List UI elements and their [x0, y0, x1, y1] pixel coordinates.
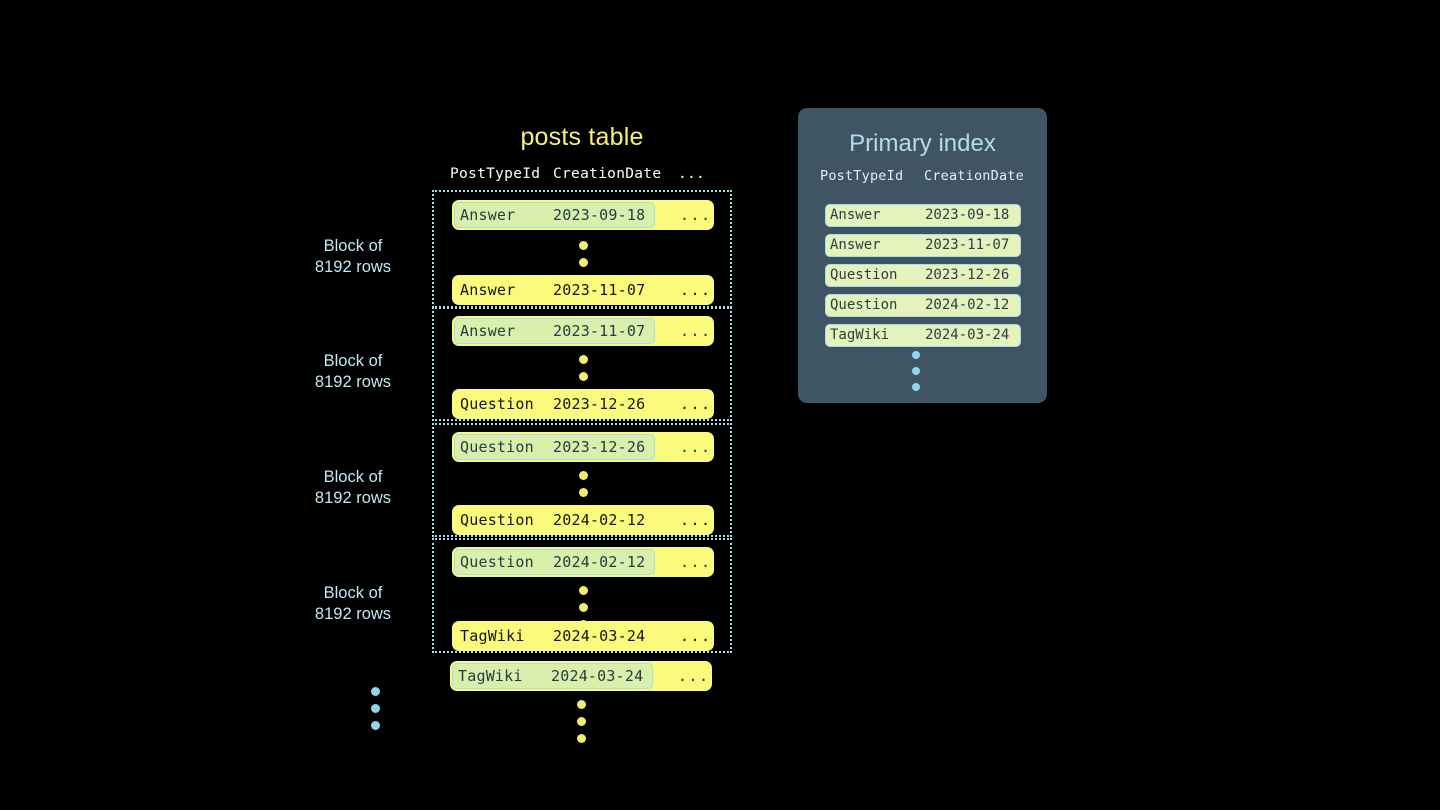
table-row: Question 2024-02-12 ... — [452, 505, 714, 535]
cell-creationdate: 2023-12-26 — [925, 267, 1010, 283]
posts-table-column-headers: PostTypeId CreationDate ... — [450, 166, 715, 186]
cell-posttypeid: Question — [830, 267, 898, 283]
cell-creationdate: 2023-12-26 — [553, 395, 646, 413]
posts-table-title: posts table — [520, 123, 644, 151]
cell-more: ... — [680, 627, 712, 645]
row-key-highlight — [454, 318, 655, 344]
table-row: TagWiki 2024-03-24 ... — [452, 621, 714, 651]
index-row: Answer 2023-11-07 — [825, 234, 1021, 257]
table-row: Answer 2023-09-18 ... — [452, 200, 714, 230]
column-header-more: ... — [678, 166, 706, 182]
cell-more: ... — [680, 553, 712, 571]
table-block-4: Block of 8192 rows Question 2024-02-12 .… — [315, 538, 732, 653]
cell-posttypeid: TagWiki — [460, 627, 525, 645]
cell-creationdate: 2024-02-12 — [553, 511, 646, 529]
cell-posttypeid: Answer — [460, 281, 516, 299]
cell-posttypeid: Question — [830, 297, 898, 313]
index-row: TagWiki 2024-03-24 — [825, 324, 1021, 347]
cell-creationdate: 2023-09-18 — [925, 207, 1010, 223]
table-row: Question 2024-02-12 ... — [452, 547, 714, 577]
primary-index-panel: Primary index PostTypeId CreationDate An… — [798, 108, 1047, 403]
cell-creationdate: 2023-11-07 — [925, 237, 1010, 253]
block-label-2: Block of 8192 rows — [314, 352, 392, 391]
cell-more: ... — [680, 438, 712, 456]
index-row: Question 2024-02-12 — [825, 294, 1021, 317]
cell-posttypeid: Answer — [830, 207, 881, 223]
cell-posttypeid: TagWiki — [830, 327, 890, 343]
index-row: Answer 2023-09-18 — [825, 204, 1021, 227]
table-block-1: Block of 8192 rows Answer 2023-09-18 ...… — [315, 190, 732, 308]
table-row: TagWiki 2024-03-24 ... — [450, 661, 712, 691]
column-header-posttypeid: PostTypeId — [450, 166, 541, 182]
cell-posttypeid: TagWiki — [458, 667, 523, 685]
index-ellipsis-dots — [912, 351, 922, 399]
cell-creationdate: 2024-03-24 — [551, 667, 644, 685]
cell-creationdate: 2024-02-12 — [553, 553, 646, 571]
cell-creationdate: 2023-09-18 — [553, 206, 646, 224]
row-key-highlight — [454, 434, 655, 460]
table-bottom-ellipsis-dots — [577, 700, 587, 743]
row-key-highlight — [454, 202, 655, 228]
cell-more: ... — [680, 322, 712, 340]
column-header-posttypeid: PostTypeId — [820, 168, 904, 184]
cell-posttypeid: Answer — [460, 206, 516, 224]
cell-creationdate: 2024-03-24 — [925, 327, 1010, 343]
cell-posttypeid: Answer — [830, 237, 881, 253]
primary-index-title: Primary index — [849, 130, 996, 157]
cell-posttypeid: Question — [460, 553, 534, 571]
table-row: Answer 2023-11-07 ... — [452, 275, 714, 305]
block-label-3: Block of 8192 rows — [314, 468, 392, 507]
table-row: Question 2023-12-26 ... — [452, 432, 714, 462]
cell-posttypeid: Question — [460, 511, 534, 529]
row-key-highlight — [452, 663, 653, 689]
row-key-highlight — [454, 549, 655, 575]
cell-more: ... — [680, 395, 712, 413]
table-block-3: Block of 8192 rows Question 2023-12-26 .… — [315, 423, 732, 537]
table-block-2: Block of 8192 rows Answer 2023-11-07 ...… — [315, 307, 732, 421]
blocks-continue-ellipsis-dots — [371, 687, 381, 730]
table-row: Question 2023-12-26 ... — [452, 389, 714, 419]
cell-more: ... — [680, 281, 712, 299]
block-label-1: Block of 8192 rows — [314, 237, 392, 276]
cell-creationdate: 2024-02-12 — [925, 297, 1010, 313]
cell-posttypeid: Answer — [460, 322, 516, 340]
index-row: Question 2023-12-26 — [825, 264, 1021, 287]
column-header-creationdate: CreationDate — [924, 168, 1024, 184]
cell-creationdate: 2023-11-07 — [553, 281, 646, 299]
cell-posttypeid: Question — [460, 395, 534, 413]
primary-index-column-headers: PostTypeId CreationDate — [820, 168, 1030, 188]
cell-posttypeid: Question — [460, 438, 534, 456]
cell-creationdate: 2023-11-07 — [553, 322, 646, 340]
cell-creationdate: 2023-12-26 — [553, 438, 646, 456]
cell-more: ... — [678, 667, 710, 685]
column-header-creationdate: CreationDate — [553, 166, 662, 182]
table-row: Answer 2023-11-07 ... — [452, 316, 714, 346]
cell-more: ... — [680, 511, 712, 529]
block-label-4: Block of 8192 rows — [314, 584, 392, 623]
cell-creationdate: 2024-03-24 — [553, 627, 646, 645]
cell-more: ... — [680, 206, 712, 224]
